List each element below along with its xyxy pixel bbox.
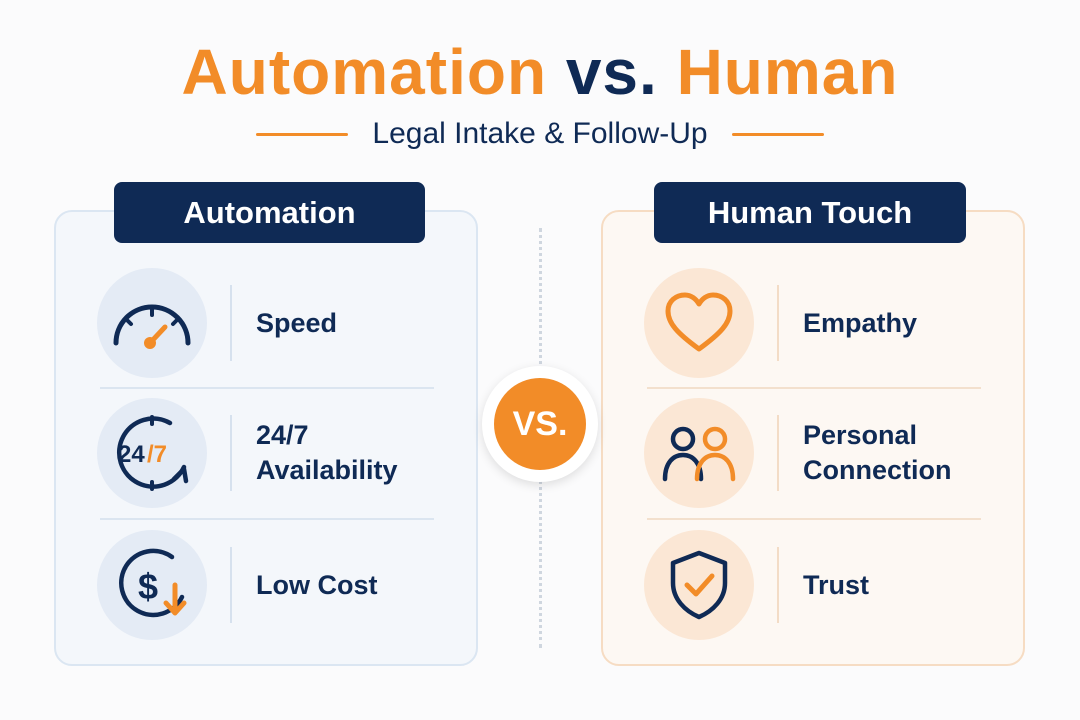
title-automation: Automation	[181, 36, 548, 108]
clock-text-24: 24	[118, 441, 145, 468]
clock-24-7-icon: 24 /7	[97, 398, 207, 508]
subtitle: Legal Intake & Follow-Up	[372, 117, 708, 150]
subtitle-row: Legal Intake & Follow-Up	[0, 112, 1080, 156]
automation-item-speed: Speed	[56, 258, 476, 388]
row-separator	[230, 547, 232, 623]
shield-check-icon	[644, 530, 754, 640]
vs-text: VS.	[494, 378, 586, 470]
item-label: Personal Connection	[803, 420, 952, 485]
automation-heading: Automation	[114, 182, 425, 243]
human-panel: Empathy Personal Connection Trust	[601, 210, 1025, 666]
human-touch-heading: Human Touch	[654, 182, 966, 243]
page-title: Automation vs. Human	[0, 34, 1080, 110]
automation-panel: Speed 24 /7 24/7 Availability $	[54, 210, 478, 666]
item-label: Empathy	[803, 307, 918, 338]
dollar-down-icon: $	[97, 530, 207, 640]
row-separator	[230, 415, 232, 491]
item-label: Trust	[803, 569, 870, 600]
row-divider	[100, 387, 434, 389]
human-item-trust: Trust	[603, 520, 1023, 650]
human-item-connection: Personal Connection	[603, 388, 1023, 518]
item-label: Low Cost	[256, 569, 378, 600]
subtitle-rule-left	[256, 132, 349, 136]
row-divider	[647, 518, 981, 520]
speedometer-icon	[97, 268, 207, 378]
title-vs: vs.	[565, 36, 658, 108]
people-icon	[644, 398, 754, 508]
row-separator	[230, 285, 232, 361]
row-divider	[100, 518, 434, 520]
automation-item-cost: $ Low Cost	[56, 520, 476, 650]
automation-item-availability: 24 /7 24/7 Availability	[56, 388, 476, 518]
vs-badge: VS.	[482, 366, 598, 482]
item-label: Speed	[256, 307, 338, 338]
row-separator	[777, 415, 779, 491]
human-item-empathy: Empathy	[603, 258, 1023, 388]
subtitle-rule-right	[731, 132, 824, 136]
heart-icon	[644, 268, 754, 378]
item-label: 24/7 Availability	[256, 420, 398, 485]
row-separator	[777, 285, 779, 361]
row-separator	[777, 547, 779, 623]
row-divider	[647, 387, 981, 389]
title-human: Human	[676, 36, 899, 108]
dollar-text: $	[138, 566, 158, 607]
clock-text-7: /7	[147, 441, 167, 468]
